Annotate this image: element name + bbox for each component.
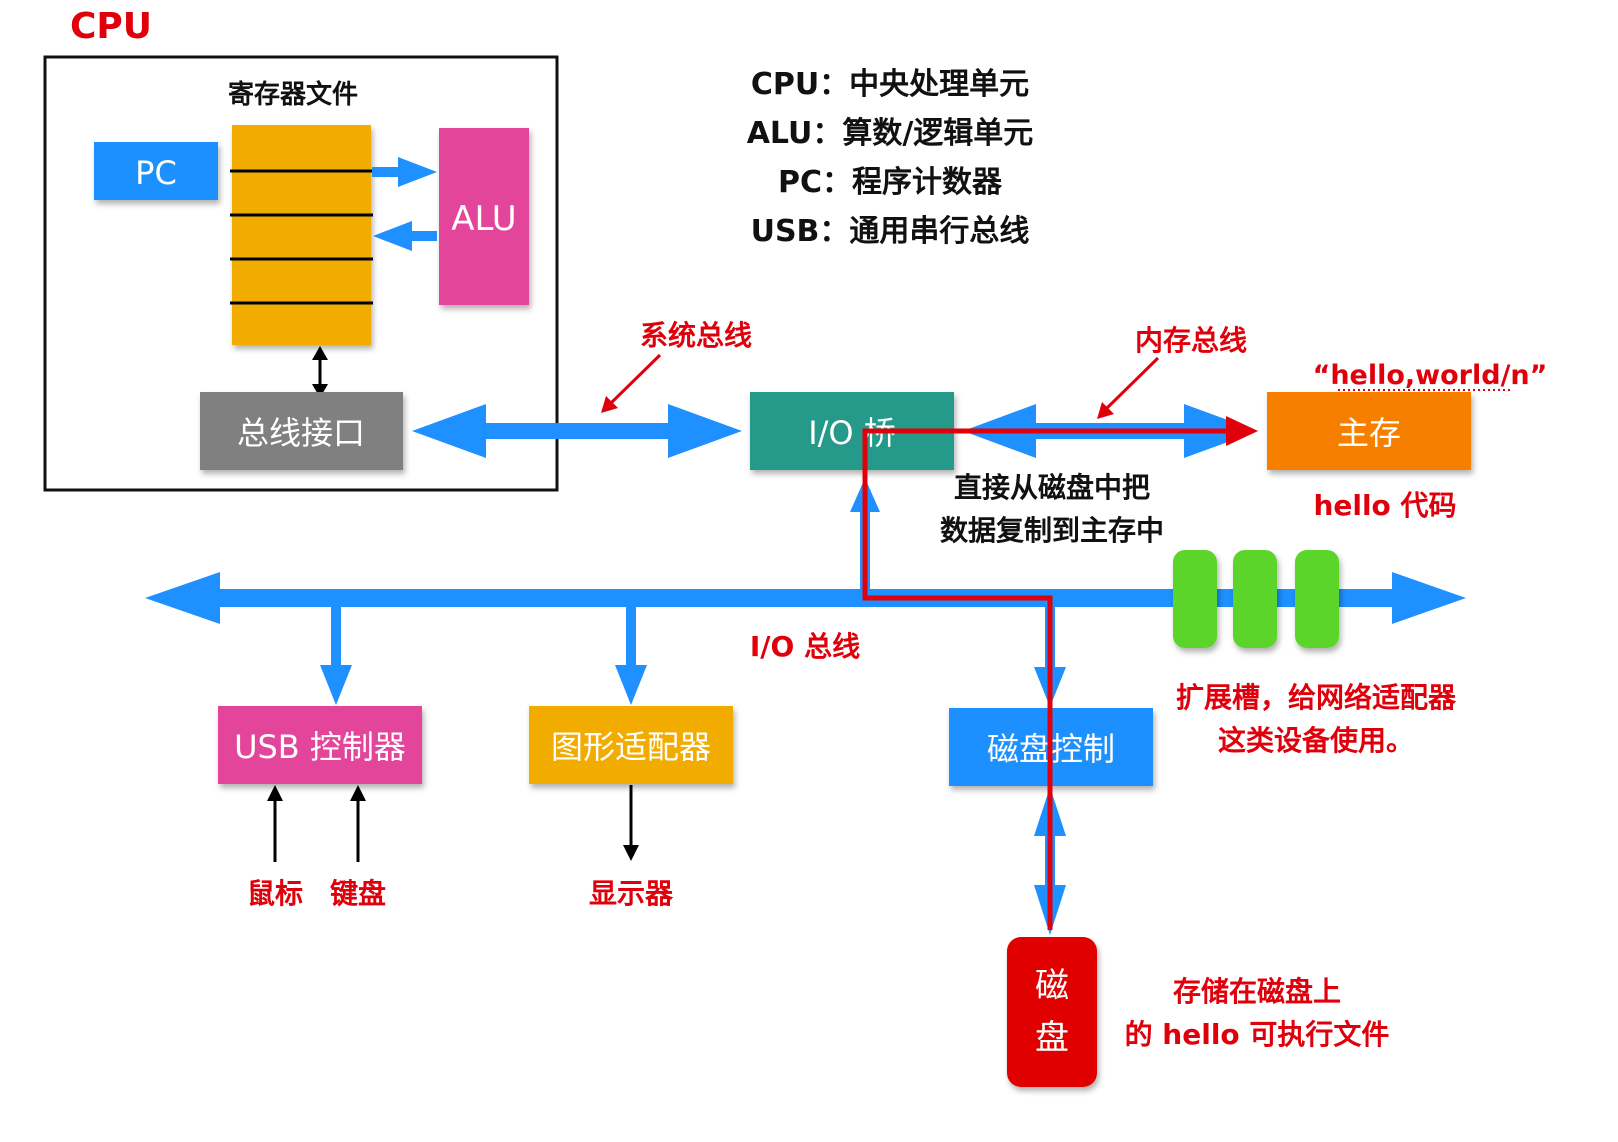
dma-note-line-1: 直接从磁盘中把 bbox=[954, 471, 1150, 504]
disk-note-line-2: 的 hello 可执行文件 bbox=[1125, 1018, 1390, 1051]
expansion-note-line-2: 这类设备使用。 bbox=[1218, 724, 1414, 757]
register-to-alu-arrow bbox=[372, 157, 437, 187]
legend-cpu: CPU：中央处理单元 bbox=[751, 67, 1029, 102]
pc-label: PC bbox=[135, 154, 177, 192]
register-file-label: 寄存器文件 bbox=[228, 79, 358, 110]
register-file bbox=[230, 125, 373, 345]
mouse-arrow bbox=[267, 785, 283, 862]
main-memory-label: 主存 bbox=[1337, 414, 1401, 452]
system-bus-arrow bbox=[412, 404, 742, 458]
legend-alu: ALU：算数/逻辑单元 bbox=[747, 116, 1034, 151]
memory-bus-label: 内存总线 bbox=[1135, 324, 1247, 357]
usb-controller-box bbox=[218, 706, 422, 784]
expansion-slots bbox=[1173, 550, 1339, 648]
io-bus-label: I/O 总线 bbox=[750, 630, 860, 663]
data-flow-arrowhead bbox=[1226, 416, 1258, 446]
disk-box bbox=[1007, 937, 1097, 1087]
disk-note-line-1: 存储在磁盘上 bbox=[1173, 975, 1341, 1008]
io-bus-arrow bbox=[145, 572, 1466, 624]
main-memory-box bbox=[1267, 392, 1471, 470]
keyboard-label: 键盘 bbox=[330, 877, 386, 910]
io-bus-to-graphics-arrow bbox=[615, 598, 647, 705]
expansion-slot bbox=[1173, 550, 1217, 648]
alu-box bbox=[439, 128, 529, 305]
legend: CPU：中央处理单元 ALU：算数/逻辑单元 PC：程序计数器 USB：通用串行… bbox=[747, 67, 1034, 249]
alu-to-register-arrow bbox=[373, 221, 437, 251]
system-bus-label: 系统总线 bbox=[640, 319, 752, 352]
dma-note-line-2: 数据复制到主存中 bbox=[940, 514, 1164, 547]
display-arrow bbox=[623, 785, 639, 861]
keyboard-arrow bbox=[350, 785, 366, 862]
io-bus-to-usb-arrow bbox=[320, 598, 352, 705]
graphics-adapter-label: 图形适配器 bbox=[551, 728, 711, 766]
usb-controller-label: USB 控制器 bbox=[234, 728, 406, 766]
hello-world-string-note: “hello,world/n” bbox=[1313, 360, 1548, 391]
memory-bus-pointer-arrow bbox=[1097, 356, 1160, 419]
alu-label: ALU bbox=[451, 199, 516, 239]
hello-code-note: hello 代码 bbox=[1313, 489, 1456, 522]
register-bus-interface-arrow bbox=[312, 346, 328, 398]
system-bus-pointer-arrow bbox=[601, 353, 662, 413]
data-flow-path bbox=[862, 416, 1258, 930]
bus-interface-label: 总线接口 bbox=[237, 414, 365, 452]
expansion-slot bbox=[1295, 550, 1339, 648]
graphics-adapter-box bbox=[529, 706, 733, 784]
expansion-note-line-1: 扩展槽，给网络适配器 bbox=[1176, 681, 1457, 714]
legend-pc: PC：程序计数器 bbox=[778, 165, 1003, 200]
cpu-title: CPU bbox=[70, 6, 152, 47]
disk-label-char-2: 盘 bbox=[1035, 1018, 1069, 1058]
mouse-label: 鼠标 bbox=[247, 877, 303, 910]
bus-interface-box bbox=[200, 392, 403, 470]
disk-label-char-1: 磁 bbox=[1035, 966, 1069, 1006]
expansion-slot bbox=[1233, 550, 1277, 648]
cpu-box bbox=[43, 55, 559, 492]
pc-box bbox=[94, 142, 218, 200]
display-label: 显示器 bbox=[589, 877, 674, 910]
legend-usb: USB：通用串行总线 bbox=[751, 214, 1030, 249]
